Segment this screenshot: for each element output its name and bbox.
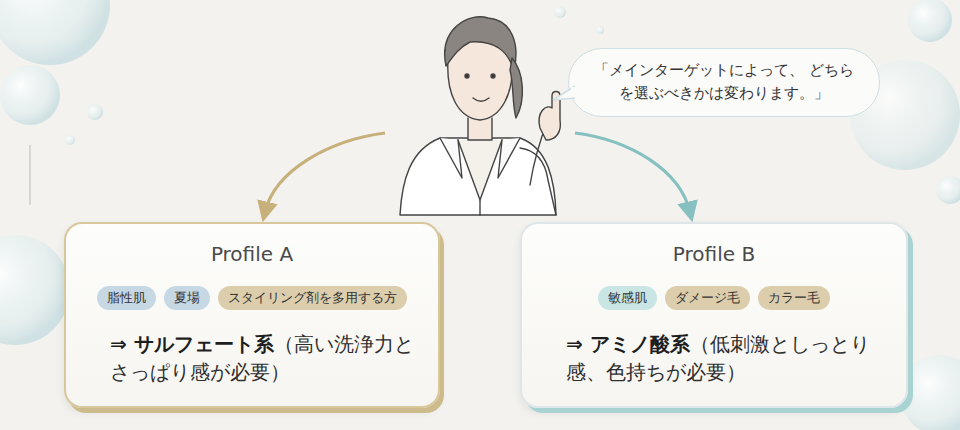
speech-text: 「メインターゲットによって、 どちらを選ぶべきかは変わります。」	[591, 59, 857, 106]
tag-chip: ダメージ毛	[665, 286, 750, 310]
bubble-tail	[551, 82, 575, 106]
tag-label: 敏感肌	[608, 290, 647, 305]
profile-box: Profile A ⇒ サルフェート系（高い洗浄力とさっぱり感が必要） 脂性肌 夏場 ス…	[64, 222, 440, 408]
tag-label: 夏場	[174, 290, 200, 305]
result-text: ⇒ サルフェート系（高い洗浄力とさっぱり感が必要）	[110, 330, 414, 386]
curved-arrow	[575, 133, 690, 212]
profile-title: Profile B	[522, 242, 906, 266]
tag-chip: スタイリング剤を多用する方	[218, 286, 407, 310]
tag-chip: 夏場	[164, 286, 210, 310]
deco-line	[30, 145, 31, 205]
result-head: ⇒ アミノ酸系	[566, 332, 690, 356]
profile-box: Profile B ⇒ アミノ酸系（低刺激としっとり感、色持ちが必要） 敏感肌 ダメー…	[520, 222, 908, 408]
tag-chip: 敏感肌	[598, 286, 657, 310]
scientist-figure	[400, 17, 560, 215]
tag-label: カラー毛	[768, 290, 820, 305]
result-text: ⇒ アミノ酸系（低刺激としっとり感、色持ちが必要）	[566, 330, 882, 386]
curved-arrow	[265, 133, 385, 212]
result-head: ⇒ サルフェート系	[110, 332, 274, 356]
tag-chip: 脂性肌	[97, 286, 156, 310]
tag-label: スタイリング剤を多用する方	[228, 290, 397, 305]
tag-label: 脂性肌	[107, 290, 146, 305]
tag-label: ダメージ毛	[675, 290, 740, 305]
tag-chip: カラー毛	[758, 286, 830, 310]
speech-bubble: 「メインターゲットによって、 どちらを選ぶべきかは変わります。」	[568, 48, 880, 117]
profile-title: Profile A	[66, 242, 438, 266]
